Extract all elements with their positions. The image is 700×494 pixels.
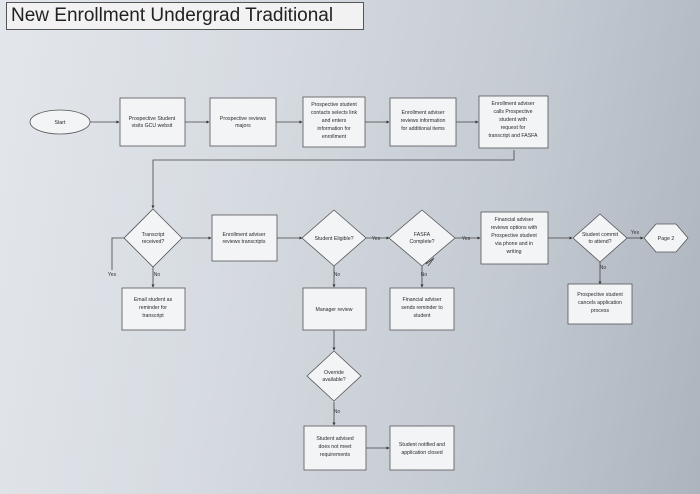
override-available-decision: Override available?	[306, 350, 362, 402]
svg-text:Prospective student: Prospective student	[491, 233, 537, 239]
start-oval: Start	[29, 109, 91, 135]
svg-text:No: No	[600, 265, 607, 271]
svg-text:Prospective student: Prospective student	[577, 292, 623, 298]
svg-text:contacts selects link: contacts selects link	[311, 110, 358, 116]
svg-text:Transcript: Transcript	[142, 232, 165, 238]
page2-connector: Page 2	[643, 223, 689, 253]
svg-text:transcript: transcript	[142, 313, 164, 319]
page-title: New Enrollment Undergrad Traditional	[6, 2, 364, 30]
svg-text:FASFA: FASFA	[414, 232, 431, 238]
svg-text:writing: writing	[507, 249, 522, 255]
svg-text:No: No	[334, 409, 341, 415]
svg-text:information for: information for	[317, 126, 350, 132]
svg-text:majors: majors	[235, 123, 251, 129]
svg-text:Financial adviser: Financial adviser	[403, 297, 442, 303]
financial-reviews-box: Financial adviser reviews options with P…	[480, 211, 549, 265]
svg-text:Yes: Yes	[372, 236, 381, 242]
svg-text:Student commit: Student commit	[582, 232, 619, 238]
svg-text:cancels application: cancels application	[578, 300, 622, 306]
svg-text:Yes: Yes	[462, 236, 471, 242]
svg-text:No: No	[334, 272, 341, 278]
svg-text:reviews information: reviews information	[401, 118, 446, 124]
connectors	[90, 120, 644, 450]
svg-text:reviews options with: reviews options with	[491, 225, 538, 231]
svg-text:transcript and FASFA: transcript and FASFA	[488, 133, 538, 139]
svg-text:request for: request for	[501, 125, 526, 131]
email-reminder-box: Email student as reminder for transcript	[121, 287, 186, 331]
svg-text:Override: Override	[324, 370, 344, 376]
svg-text:Prospective student: Prospective student	[311, 102, 357, 108]
svg-text:Yes: Yes	[631, 230, 640, 236]
transcript-received-decision: Transcript received?	[123, 208, 183, 268]
svg-text:Email student as: Email student as	[134, 297, 173, 303]
application-closed-box: Student notified and application closed	[389, 425, 455, 471]
svg-text:application closed: application closed	[401, 450, 442, 456]
svg-text:student: student	[413, 313, 431, 319]
svg-text:visits GCU websit: visits GCU websit	[132, 123, 173, 129]
svg-text:Page 2: Page 2	[658, 236, 675, 242]
does-not-meet-box: Student advised does not meet requiremen…	[303, 425, 367, 471]
svg-text:enrollment: enrollment	[322, 134, 347, 140]
manager-review-box: Manager review	[302, 287, 367, 331]
contacts-link-box: Prospective student contacts selects lin…	[302, 96, 366, 148]
edge-labels: Yes No Yes No No Yes Yes No No	[108, 230, 640, 415]
svg-text:available?: available?	[322, 377, 345, 383]
svg-text:to attend?: to attend?	[588, 239, 611, 245]
svg-text:Enrollment adviser: Enrollment adviser	[492, 101, 535, 107]
fasfa-complete-decision: FASFA Complete?	[388, 209, 456, 267]
reviews-majors-box: Prospective reviews majors	[209, 97, 277, 147]
svg-text:Prospective reviews: Prospective reviews	[220, 116, 267, 122]
svg-text:student with: student with	[499, 117, 527, 123]
student-eligible-decision: Student Eligible?	[301, 209, 367, 267]
svg-text:requirements: requirements	[320, 452, 351, 458]
svg-text:via phone and in: via phone and in	[495, 241, 533, 247]
svg-text:and enters: and enters	[322, 118, 347, 124]
svg-text:Student advised: Student advised	[316, 436, 353, 442]
svg-text:sends reminder to: sends reminder to	[401, 305, 443, 311]
cancels-application-box: Prospective student cancels application …	[567, 283, 633, 325]
svg-text:Start: Start	[55, 120, 67, 126]
svg-text:No: No	[421, 272, 428, 278]
svg-text:received?: received?	[142, 239, 165, 245]
adviser-reviews-info-box: Enrollment adviser reviews information f…	[389, 97, 457, 147]
visit-website-box: Prospective Student visits GCU websit	[119, 97, 186, 147]
svg-text:Yes: Yes	[108, 272, 117, 278]
reviews-transcripts-box: Enrollment adviser reviews transcripts	[211, 214, 278, 262]
student-commit-decision: Student commit to attend?	[572, 213, 628, 263]
svg-text:Student Eligible?: Student Eligible?	[315, 236, 354, 242]
svg-text:Manager review: Manager review	[316, 307, 353, 313]
svg-text:Prospective Student: Prospective Student	[129, 116, 176, 122]
svg-text:process: process	[591, 308, 610, 314]
svg-text:Enrollment adviser: Enrollment adviser	[223, 232, 266, 238]
svg-text:Enrollment adviser: Enrollment adviser	[402, 110, 445, 116]
adviser-calls-box: Enrollment adviser calls Prospective stu…	[478, 95, 549, 149]
svg-text:Complete?: Complete?	[409, 239, 434, 245]
svg-text:reviews transcripts: reviews transcripts	[223, 239, 266, 245]
svg-text:calls Prospective: calls Prospective	[494, 109, 533, 115]
svg-text:Student notified and: Student notified and	[399, 442, 445, 448]
svg-text:does not meet: does not meet	[319, 444, 352, 450]
financial-reminder-box: Financial adviser sends reminder to stud…	[389, 287, 455, 331]
svg-text:Financial adviser: Financial adviser	[495, 217, 534, 223]
svg-text:reminder for: reminder for	[139, 305, 167, 311]
svg-text:for additional items: for additional items	[401, 126, 445, 132]
svg-text:No: No	[154, 272, 161, 278]
